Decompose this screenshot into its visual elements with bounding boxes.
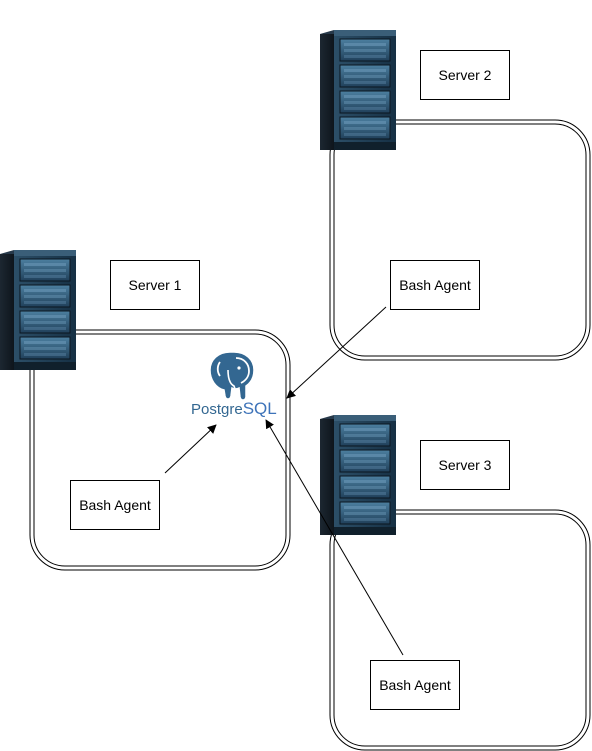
arrow-agent2-to-db [286,306,387,399]
bash-agent-server-3: Bash Agent [370,660,460,710]
postgresql-wordmark: PostgreSQL [191,399,277,418]
server-label-3: Server 3 [420,440,510,490]
arrow-agent3-to-db [265,419,404,656]
bash-agent-server-2: Bash Agent [390,260,480,310]
server-1-container [29,329,291,571]
postgresql-logo: PostgreSQL [191,351,277,418]
server-rack-icon [319,29,397,151]
bash-agent-server-1: Bash Agent [70,480,160,530]
server-label-1: Server 1 [110,260,200,310]
server-label-2: Server 2 [420,50,510,100]
server-rack-icon [319,414,397,536]
arrow-agent1-to-db [164,424,217,474]
server-rack-icon [0,249,77,371]
postgresql-elephant-icon [209,351,255,401]
server-2-container [329,119,591,361]
server-3-container [329,509,591,751]
